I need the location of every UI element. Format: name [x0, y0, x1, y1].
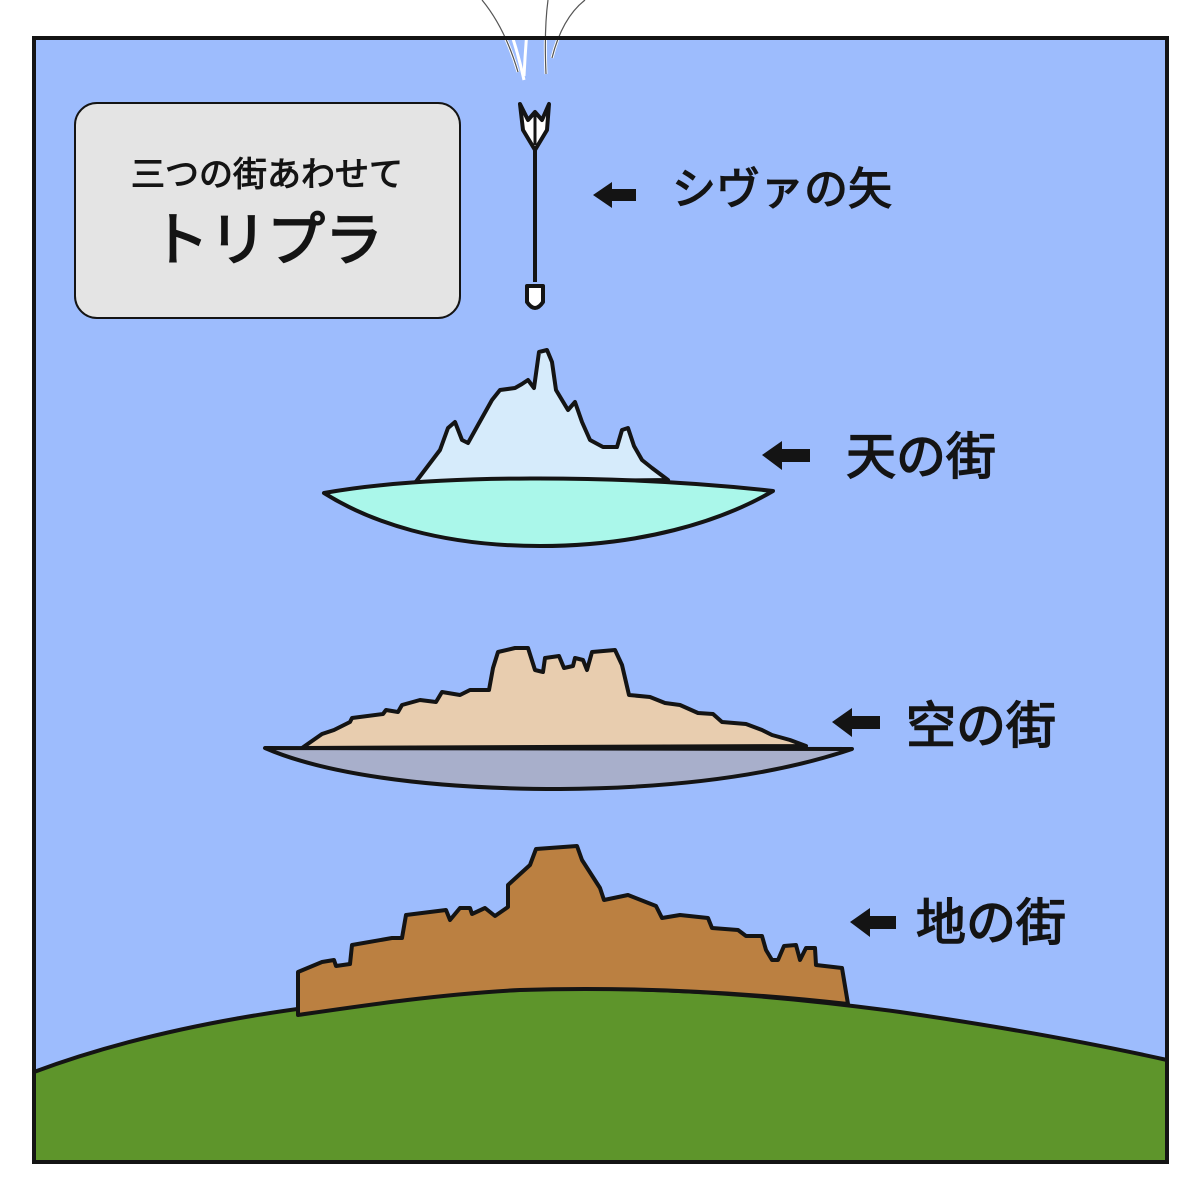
arrow-left-icon [832, 708, 880, 737]
earth-city-label: 地の街 [916, 894, 1066, 952]
shiva-arrow-icon [518, 102, 551, 310]
sky-city-label: 空の街 [906, 697, 1056, 755]
earth-city [296, 844, 850, 1017]
heaven-city-mountain [413, 348, 670, 485]
heaven-city-label: 天の街 [846, 428, 996, 486]
heaven-city-disc [322, 476, 775, 548]
arrow-left-icon [593, 182, 636, 208]
sky-city-mountain [300, 646, 808, 750]
arrow-left-icon [850, 908, 896, 937]
panel-frame [32, 36, 1169, 1164]
arrow-left-icon [762, 441, 810, 470]
shiva-arrow-label: シヴァの矢 [672, 164, 892, 215]
title-line2: トリプラ [151, 206, 383, 274]
title-line1: 三つの街あわせて [131, 155, 403, 195]
title-box [74, 102, 461, 319]
sky-city-disc [263, 746, 854, 791]
